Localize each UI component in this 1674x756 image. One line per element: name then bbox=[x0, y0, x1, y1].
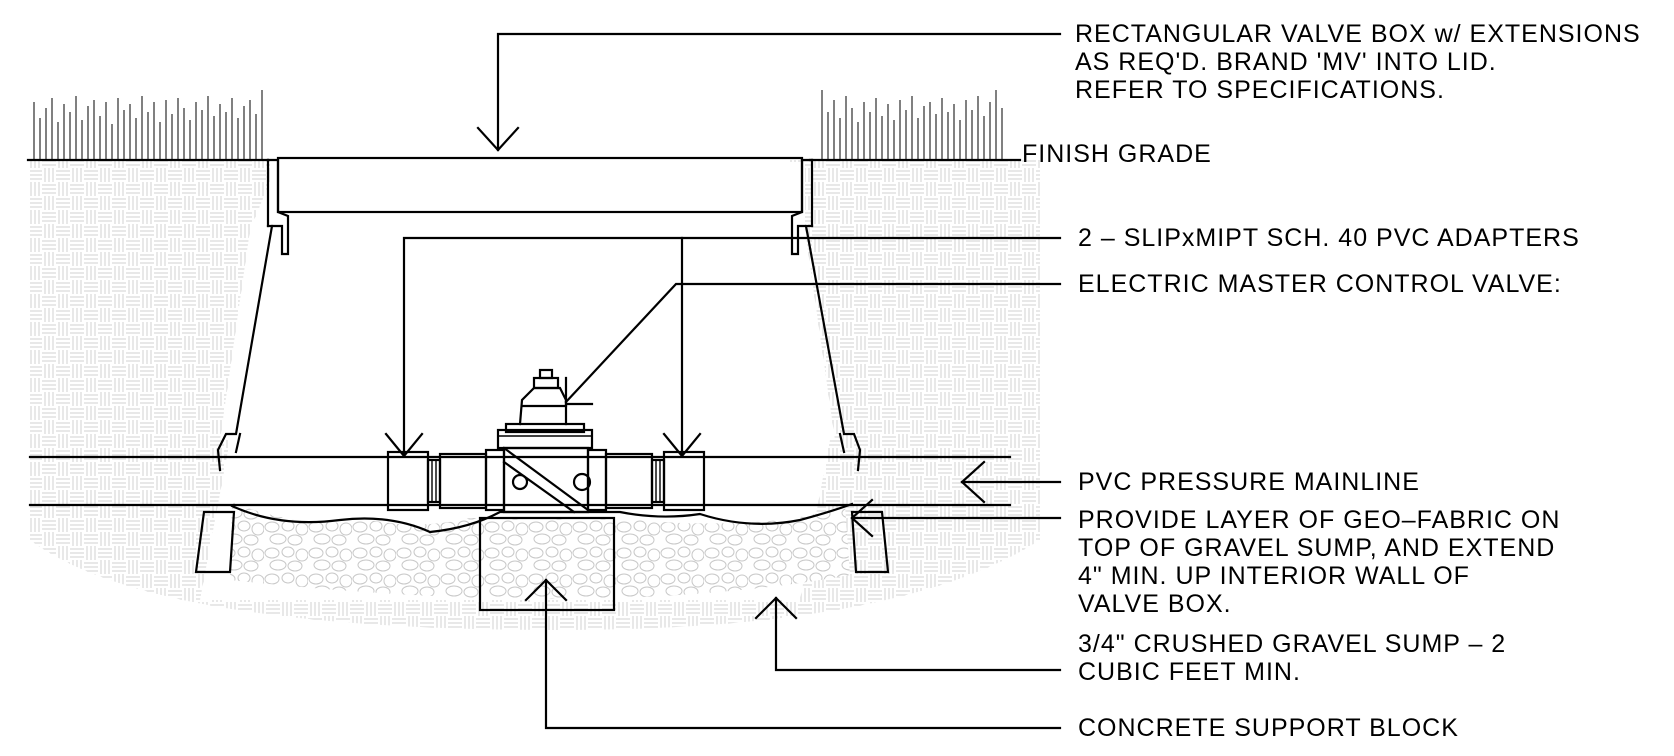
leader-master-valve bbox=[564, 282, 1062, 406]
wall-footing-left bbox=[194, 510, 236, 574]
callout-valve-box-line-1: RECTANGULAR VALVE BOX w/ EXTENSIONS bbox=[1075, 20, 1641, 48]
gravel-sump bbox=[230, 502, 850, 599]
callout-finish-grade: FINISH GRADE bbox=[1022, 140, 1212, 168]
leader-support-block bbox=[524, 578, 1062, 730]
leader-gravel-sump bbox=[754, 596, 1062, 672]
callout-master-valve: ELECTRIC MASTER CONTROL VALVE: bbox=[1078, 270, 1562, 298]
grass-right bbox=[821, 90, 1003, 160]
callout-mainline: PVC PRESSURE MAINLINE bbox=[1078, 468, 1420, 496]
callout-geo-fabric-line-1: PROVIDE LAYER OF GEO–FABRIC ON bbox=[1078, 506, 1561, 534]
leader-valve-box bbox=[476, 32, 1062, 152]
callout-adapters: 2 – SLIPxMIPT SCH. 40 PVC ADAPTERS bbox=[1078, 224, 1580, 252]
leader-geo-fabric bbox=[850, 498, 1062, 538]
callout-geo-fabric-line-4: VALVE BOX. bbox=[1078, 590, 1232, 618]
callout-valve-box-line-3: REFER TO SPECIFICATIONS. bbox=[1075, 76, 1445, 104]
valve-box-wall-right bbox=[790, 158, 862, 472]
wall-footing-right bbox=[850, 510, 890, 574]
geo-fabric-line bbox=[230, 502, 854, 534]
leader-mainline bbox=[960, 460, 1062, 504]
master-control-valve bbox=[484, 368, 608, 514]
pvc-adapter-right bbox=[604, 450, 706, 512]
callout-valve-box-line-2: AS REQ'D. BRAND 'MV' INTO LID. bbox=[1075, 48, 1497, 76]
callout-gravel-sump-line-1: 3/4" CRUSHED GRAVEL SUMP – 2 bbox=[1078, 630, 1507, 658]
callout-gravel-sump: 3/4" CRUSHED GRAVEL SUMP – 2 CUBIC FEET … bbox=[1078, 630, 1506, 686]
callout-geo-fabric-line-2: TOP OF GRAVEL SUMP, AND EXTEND bbox=[1078, 534, 1556, 562]
valve-box-wall-left bbox=[216, 158, 290, 472]
callout-geo-fabric: PROVIDE LAYER OF GEO–FABRIC ON TOP OF GR… bbox=[1078, 506, 1560, 618]
grass-left bbox=[33, 90, 263, 160]
callout-support-block: CONCRETE SUPPORT BLOCK bbox=[1078, 714, 1459, 742]
callout-geo-fabric-line-3: 4" MIN. UP INTERIOR WALL OF bbox=[1078, 562, 1470, 590]
pvc-adapter-left bbox=[386, 450, 488, 512]
callout-valve-box: RECTANGULAR VALVE BOX w/ EXTENSIONS AS R… bbox=[1075, 20, 1641, 104]
leader-adapters bbox=[384, 236, 1062, 458]
callout-gravel-sump-line-2: CUBIC FEET MIN. bbox=[1078, 658, 1301, 686]
